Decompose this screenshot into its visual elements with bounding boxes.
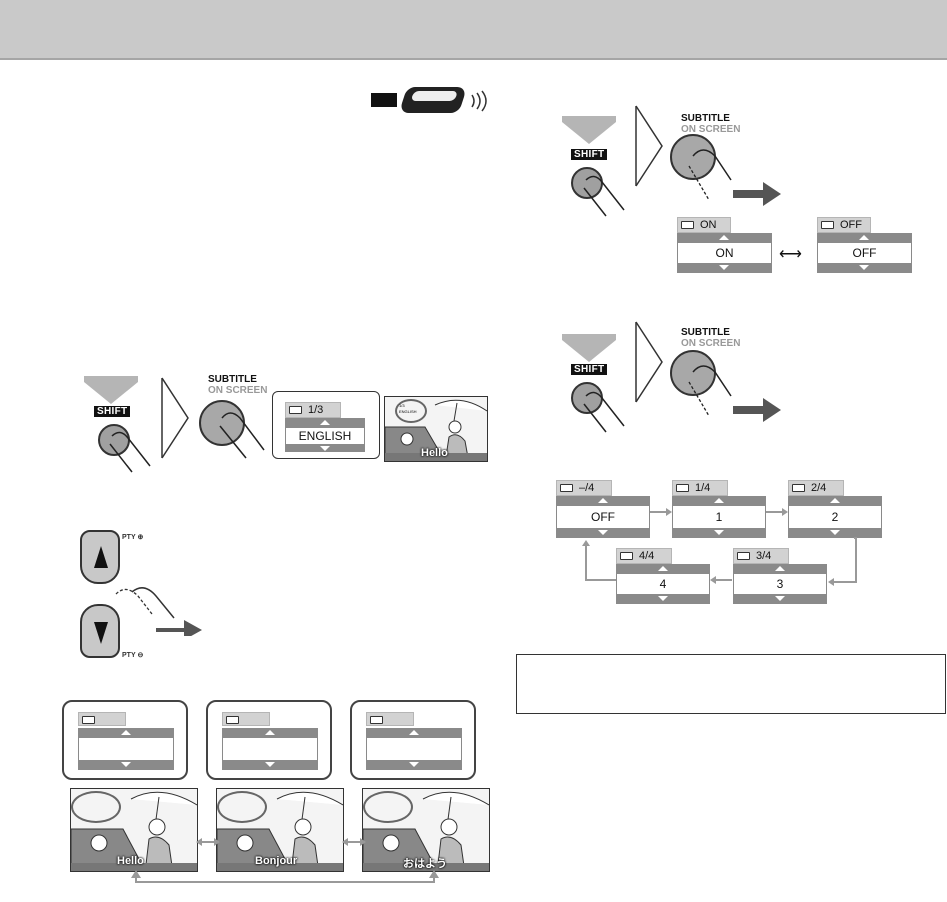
finger-press-icon [688, 149, 781, 206]
osd-tab-text: 1/3 [308, 404, 324, 416]
shift-label: SHIFT [571, 364, 608, 375]
scene-hello: Hello [70, 788, 198, 872]
header-bar [0, 0, 947, 58]
osd-tab-text: OFF [840, 219, 862, 231]
subtitle-button[interactable] [199, 400, 245, 446]
remote-control-icon [398, 87, 468, 113]
on-screen-label: ON SCREEN [208, 385, 268, 396]
osd-value: OFF [817, 243, 912, 263]
osd-cycle-2: 2/4 2 [788, 480, 882, 538]
cycle-flow-arrows [582, 508, 857, 586]
toggle-arrow-icon: ⟷ [779, 246, 802, 263]
osd-tab-text: 1/4 [695, 482, 711, 494]
osd-highlight-circle [395, 399, 427, 423]
on-screen-label: ON SCREEN [681, 124, 741, 135]
osd-tab-text: 4/4 [639, 550, 655, 562]
subtitle-osd: 1/3 ENGLISH [285, 402, 365, 452]
osd-on: ON ON [677, 217, 772, 273]
press-arrow-icon [84, 376, 138, 404]
osd-cycle-3: 3/4 3 [733, 548, 827, 604]
osd-cycle-1: 1/4 1 [672, 480, 766, 538]
osd-callout-2 [206, 700, 332, 780]
osd-value: 3 [733, 574, 827, 594]
subtitle-icon [289, 406, 302, 414]
subtitle-label: SUBTITLE [208, 374, 257, 385]
osd-cycle-4: 4/4 4 [616, 548, 710, 604]
shift-button[interactable] [98, 424, 130, 456]
osd-value: ENGLISH [285, 428, 365, 444]
on-screen-label: ON SCREEN [681, 338, 741, 349]
osd-value: 4 [616, 574, 710, 594]
pty-down-label: PTY ⊖ [122, 652, 144, 659]
pty-down-button[interactable] [80, 604, 120, 658]
finger-press-icon [115, 587, 202, 636]
remote-badge-black [371, 93, 397, 107]
mini-osd-value: ENGLISH [399, 409, 417, 414]
osd-tab-text: ON [700, 219, 717, 231]
osd-cycle-off: –/4 OFF [556, 480, 650, 538]
finger-press-icon [688, 365, 781, 422]
header-divider [0, 58, 947, 60]
shift-label: SHIFT [94, 406, 131, 417]
signal-waves-icon [471, 90, 487, 112]
osd-tab-text: 3/4 [756, 550, 772, 562]
finger-icon [219, 412, 265, 459]
osd-tab-text: –/4 [579, 482, 595, 494]
note-box [516, 654, 946, 714]
press-arrow-icon [562, 334, 616, 362]
arrow-up-icon [94, 546, 108, 568]
osd-off: OFF OFF [817, 217, 912, 273]
scene-caption: Hello [117, 855, 144, 867]
mini-osd-tab: 1/3 [399, 403, 405, 408]
scene-ohayou: おはよう [362, 788, 490, 872]
press-arrow-icon [562, 116, 616, 144]
scene-caption: Hello [421, 447, 448, 459]
pty-up-label: PTY ⊕ [122, 534, 144, 541]
finger-icon [583, 391, 625, 433]
scene-thumbnail: 1/3 ENGLISH Hello [384, 396, 488, 462]
scene-illustration [385, 399, 487, 461]
step-chevron-icon [635, 105, 663, 187]
step-chevron-icon [635, 321, 663, 403]
shift-button[interactable] [571, 167, 603, 199]
scene-caption: Bonjour [255, 855, 298, 867]
finger-icon [583, 175, 625, 217]
osd-value: 2 [788, 506, 882, 528]
finger-icon [109, 431, 151, 473]
display-callout [272, 391, 380, 459]
arrow-down-icon [94, 622, 108, 644]
subtitle-label: SUBTITLE [681, 327, 730, 338]
osd-tab-text: 2/4 [811, 482, 827, 494]
shift-label: SHIFT [571, 149, 608, 160]
scene-caption: おはよう [403, 858, 447, 870]
osd-value: OFF [556, 506, 650, 528]
pty-up-button[interactable] [80, 530, 120, 584]
step-chevron-icon [161, 377, 189, 459]
osd-callout-1 [62, 700, 188, 780]
osd-callout-3 [350, 700, 476, 780]
scene-bonjour: Bonjour [216, 788, 344, 872]
cycle-arrows [131, 838, 439, 883]
subtitle-label: SUBTITLE [681, 113, 730, 124]
osd-value: 1 [672, 506, 766, 528]
osd-value: ON [677, 243, 772, 263]
